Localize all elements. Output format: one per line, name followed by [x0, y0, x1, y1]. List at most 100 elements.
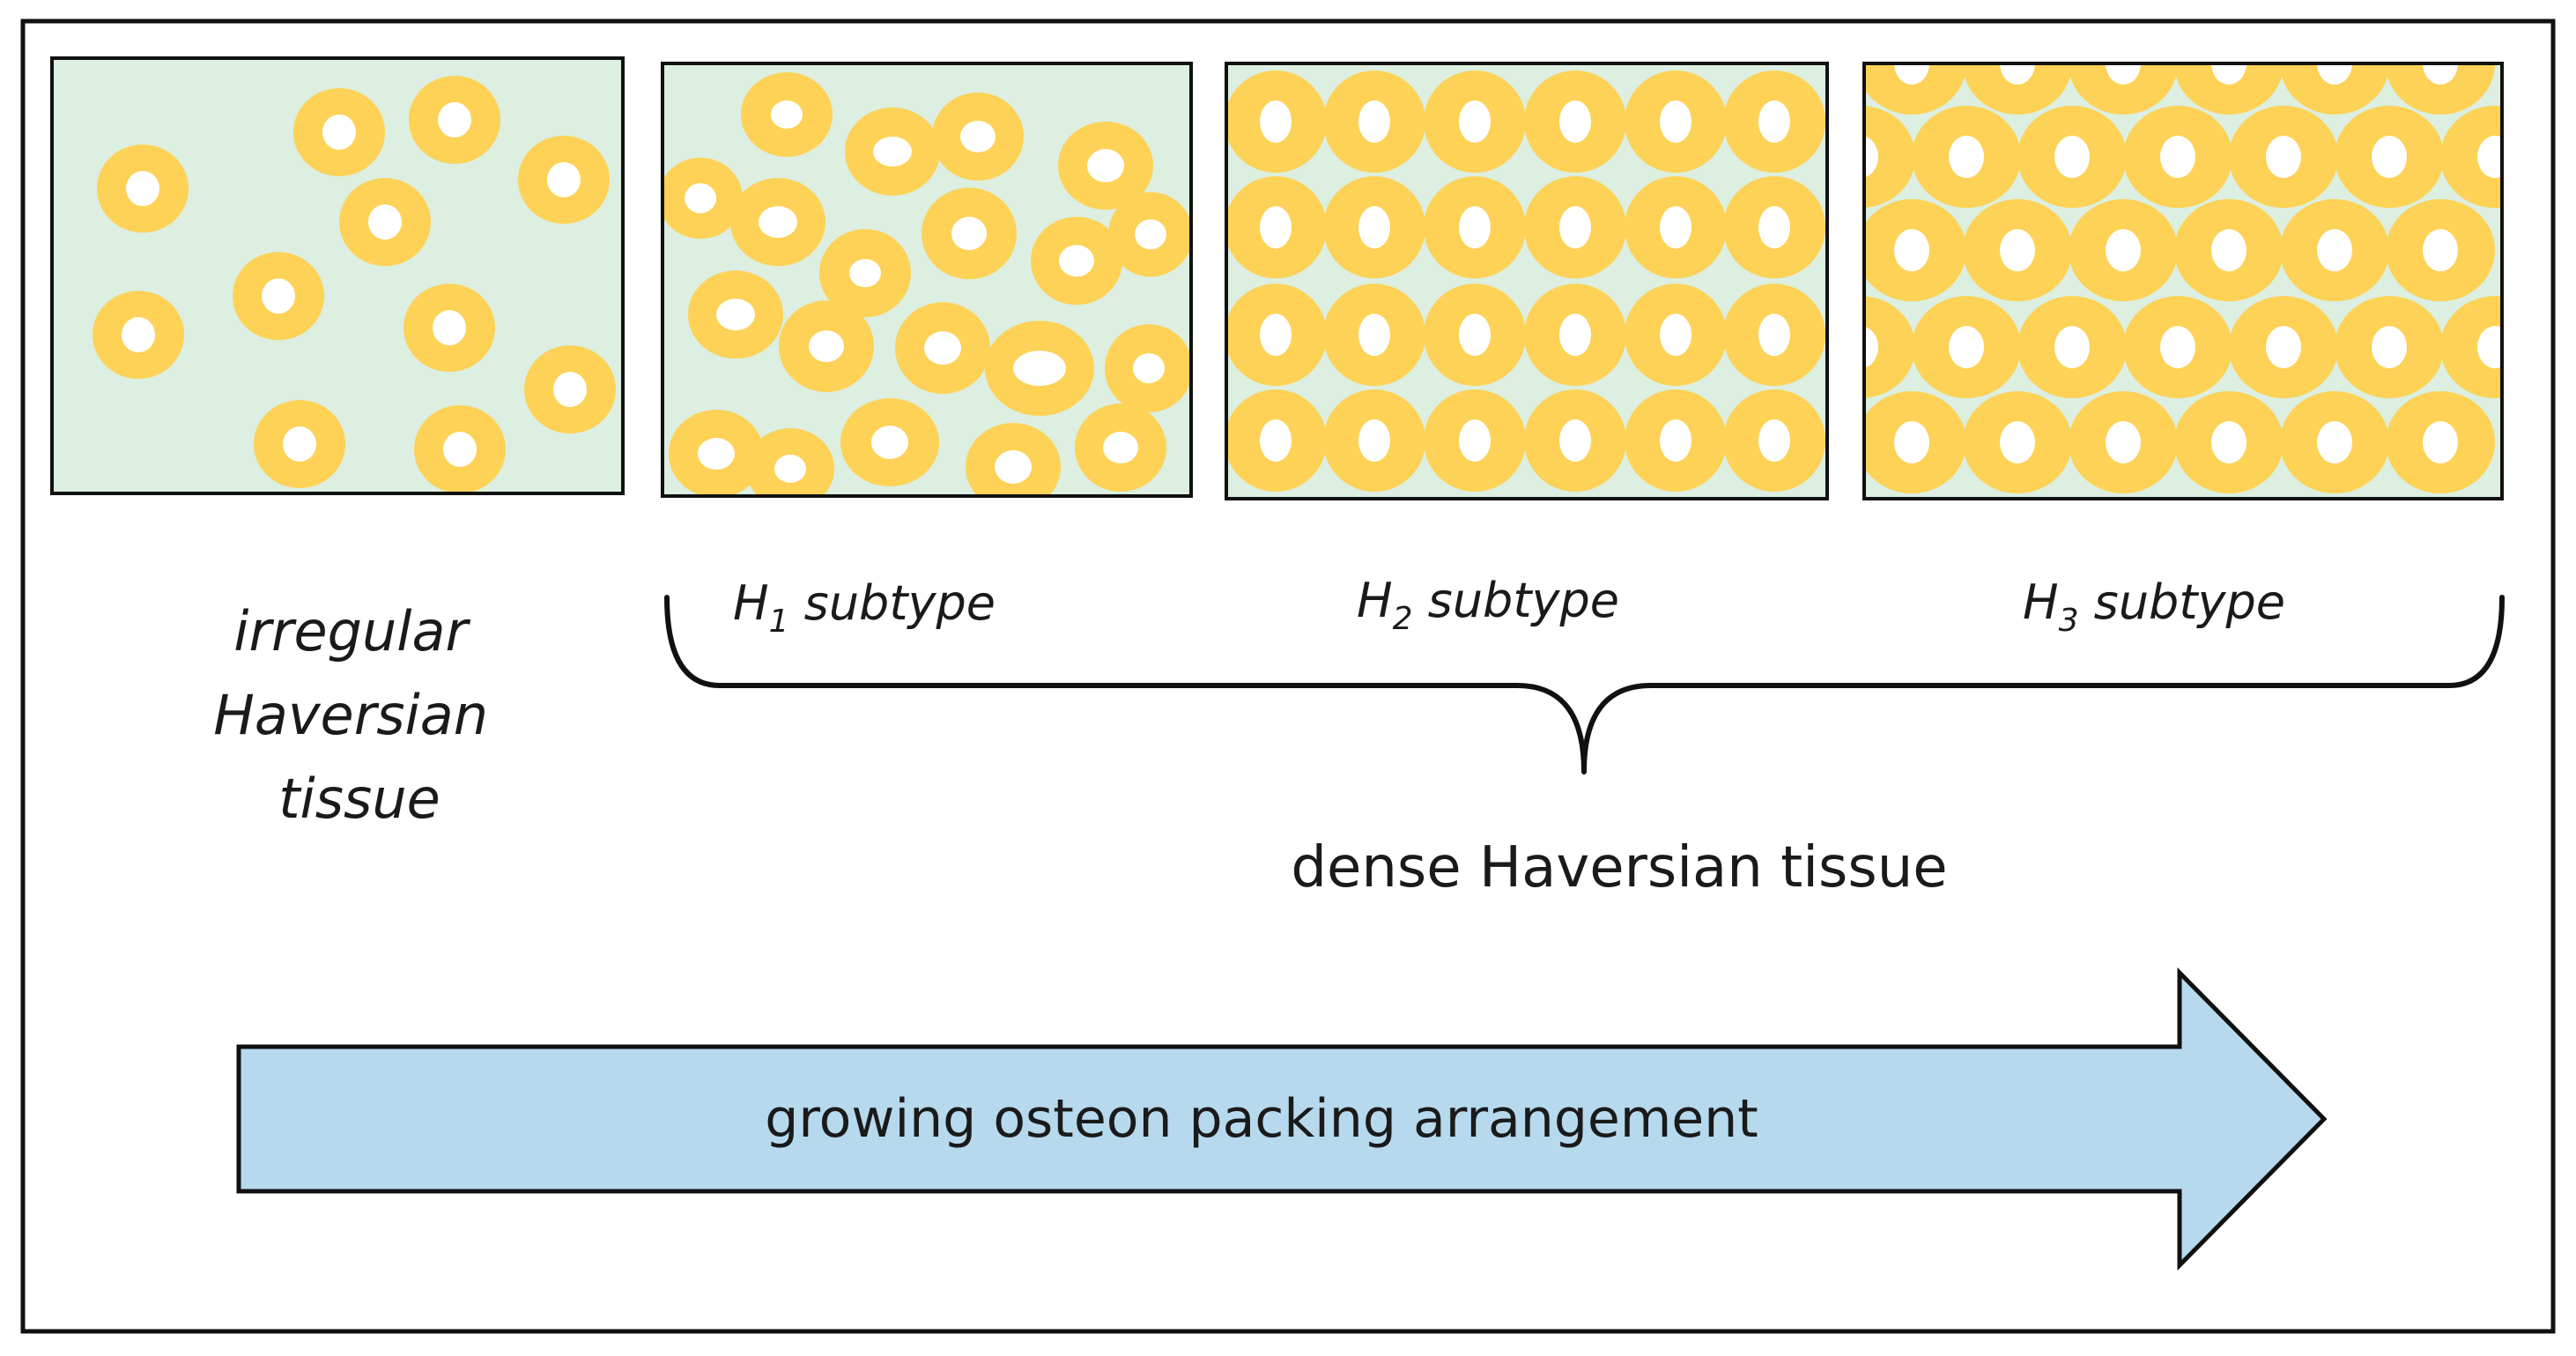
h1-label-subscript: 1 [769, 604, 789, 640]
irregular-osteon-canal [262, 278, 295, 314]
h2-osteon [1226, 176, 1327, 278]
h3-osteon [2335, 106, 2444, 208]
h3-osteon [2174, 391, 2284, 493]
h3-osteon-canal [2423, 421, 2458, 463]
h1-osteon-canal [774, 455, 806, 483]
h2-osteon-canal [1260, 314, 1292, 356]
h3-osteon [2386, 391, 2495, 493]
h2-osteon-canal [1459, 100, 1491, 143]
h2-osteon-canal [1758, 100, 1790, 143]
irregular-osteon-canal [126, 171, 159, 206]
h3-osteon-ring [2440, 106, 2502, 208]
h1-osteon-canal [924, 331, 961, 365]
panel-irregular-osteons [93, 76, 616, 493]
h1-osteon [663, 158, 743, 239]
h1-osteon-canal [1133, 353, 1165, 383]
h1-osteon [779, 300, 874, 392]
h2-osteon [1323, 389, 1425, 492]
panel-h1-osteons [663, 72, 1191, 496]
h3-osteon-canal [2266, 326, 2301, 368]
h1-osteon [1058, 122, 1153, 210]
h2-osteon-canal [1660, 206, 1691, 248]
h3-osteon [1864, 106, 1915, 208]
panel-h1 [661, 62, 1193, 498]
h3-osteon-canal [2317, 229, 2352, 271]
h2-osteon [1323, 176, 1425, 278]
h1-osteon-canal [1103, 432, 1138, 463]
h3-osteon-canal [2477, 326, 2502, 368]
h3-osteon-canal [2477, 136, 2502, 178]
h1-osteon [966, 423, 1061, 496]
h1-osteon-canal [698, 438, 735, 470]
h2-osteon [1723, 284, 1825, 386]
h2-osteon [1226, 389, 1327, 492]
h2-label-subscript: 2 [1393, 601, 1413, 637]
h2-osteon-canal [1559, 419, 1591, 462]
h2-osteon [1723, 389, 1825, 492]
h3-osteon [2123, 296, 2232, 398]
h2-osteon-canal [1758, 206, 1790, 248]
h1-osteon-canal [960, 121, 996, 152]
h3-osteon [2174, 199, 2284, 301]
h3-osteon [2229, 296, 2338, 398]
h1-osteon-canal [1087, 149, 1124, 182]
h3-osteon-canal [2054, 136, 2090, 178]
irregular-osteon-canal [553, 372, 587, 407]
irregular-osteon [254, 400, 345, 488]
h3-osteon-canal [2423, 63, 2458, 85]
h2-osteon-canal [1459, 314, 1491, 356]
irregular-osteon-canal [438, 102, 471, 137]
irregular-label-line-3: tissue [278, 767, 440, 831]
irregular-label-line-1: irregular [233, 599, 470, 663]
h2-osteon [1226, 70, 1327, 173]
h3-osteon [1912, 296, 2021, 398]
arrow-label: growing osteon packing arrangement [765, 1088, 1758, 1150]
h3-osteon-canal [2106, 229, 2141, 271]
h3-osteon [2017, 106, 2127, 208]
h1-label-text: subtype [789, 575, 996, 631]
dense-haversian-label: dense Haversian tissue [1291, 835, 1947, 900]
h2-osteon-canal [1660, 419, 1691, 462]
h2-osteon [1625, 389, 1727, 492]
h3-osteon [1912, 106, 2021, 208]
h1-osteon-canal [771, 100, 803, 129]
irregular-osteon [409, 76, 500, 164]
panel-h2 [1225, 62, 1829, 500]
h2-osteon [1524, 70, 1626, 173]
h2-osteon-canal [1559, 100, 1591, 143]
h2-osteon [1226, 284, 1327, 386]
h3-osteon [1864, 199, 1966, 301]
panel-h2-border [1225, 62, 1829, 500]
h2-osteon-canal [1559, 206, 1591, 248]
h1-osteon [985, 321, 1094, 416]
h3-osteon-ring [1864, 296, 1915, 398]
h3-osteon [2174, 63, 2284, 115]
h3-osteon-canal [1894, 229, 1929, 271]
h2-label-text: subtype [1413, 573, 1619, 628]
h1-osteon [1108, 192, 1191, 277]
h3-osteon-canal [2423, 229, 2458, 271]
h1-osteon-canal [1135, 219, 1166, 249]
h2-osteon-canal [1758, 419, 1790, 462]
h3-osteon-canal [2160, 136, 2195, 178]
h2-osteon [1625, 176, 1727, 278]
panel-irregular-border [50, 56, 625, 495]
h1-osteon-canal [759, 206, 797, 238]
h3-osteon [2280, 391, 2389, 493]
h1-osteon-canal [716, 299, 755, 330]
h3-osteon [1963, 391, 2072, 493]
h1-label-letter: H [733, 575, 769, 631]
irregular-osteon-canal [122, 317, 155, 352]
irregular-osteon-canal [322, 115, 356, 150]
h3-osteon-ring [1864, 63, 1966, 115]
h1-osteon-canal [1059, 245, 1094, 277]
irregular-osteon-canal [283, 426, 316, 462]
h3-osteon-canal [1864, 326, 1878, 368]
panel-h1-border [661, 62, 1193, 498]
h3-osteon-canal [1894, 421, 1929, 463]
h3-osteon-canal [2106, 63, 2141, 85]
h3-osteon-canal [2211, 421, 2247, 463]
h1-osteon [1105, 324, 1191, 412]
h3-osteon-canal [1949, 326, 1984, 368]
h2-osteon-canal [1358, 100, 1390, 143]
